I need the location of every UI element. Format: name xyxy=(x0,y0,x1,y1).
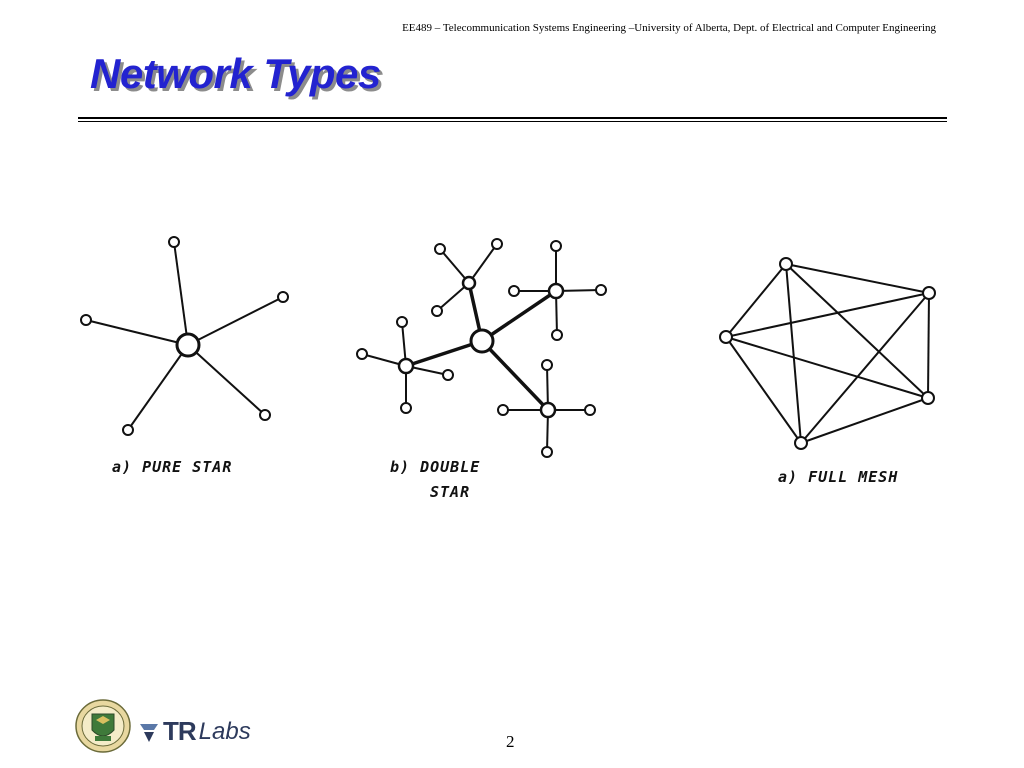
trlabs-labs-text: Labs xyxy=(198,717,251,745)
page-number: 2 xyxy=(506,732,515,751)
trlabs-mark-icon xyxy=(140,723,158,742)
full-mesh-caption: a) FULL MESH xyxy=(778,468,898,486)
pure-star-diagram: a) PURE STAR xyxy=(80,236,289,476)
trlabs-logo: TR Labs xyxy=(138,716,251,747)
title-rule-bottom xyxy=(78,121,947,122)
double-star-caption-line1: b) DOUBLE xyxy=(390,458,480,476)
title-rule-top xyxy=(78,117,947,119)
full-mesh-diagram: a) FULL MESH xyxy=(719,257,936,486)
university-of-alberta-seal-icon xyxy=(75,699,131,753)
pure-star-caption: a) PURE STAR xyxy=(112,458,232,476)
double-star-diagram: b) DOUBLE STAR xyxy=(356,238,607,501)
trlabs-tr-text: TR xyxy=(163,716,197,746)
double-star-caption-line2: STAR xyxy=(430,483,470,501)
slide-title: Network Types xyxy=(90,50,381,97)
course-header: EE489 – Telecommunication Systems Engine… xyxy=(402,22,936,34)
